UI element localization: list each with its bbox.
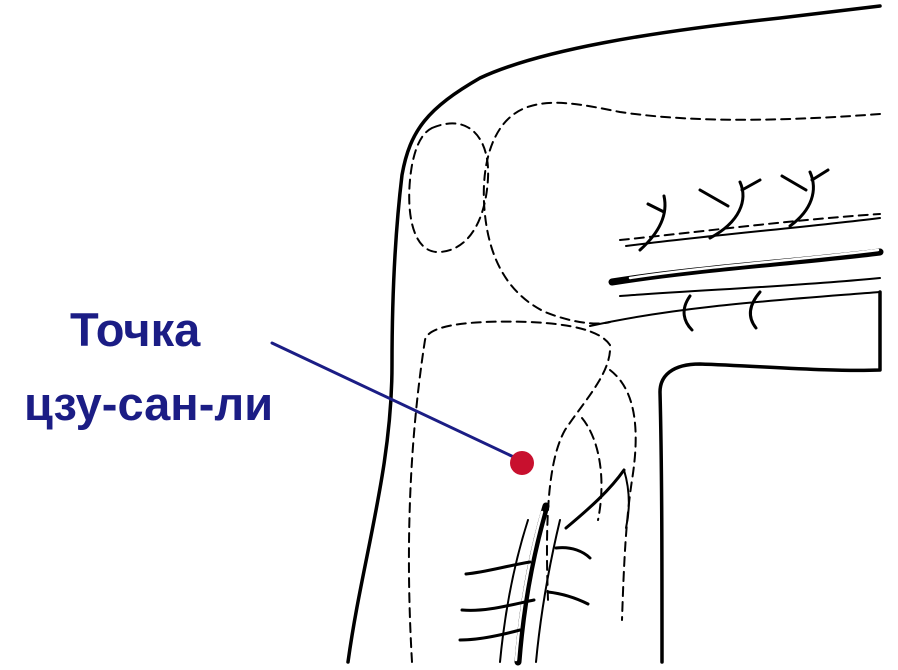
- femur-condyle-contour: [482, 101, 881, 325]
- tibia-head-contour: [407, 320, 612, 663]
- label-point-name-line2: цзу-сан-ли: [24, 377, 274, 430]
- leg-outline: [346, 4, 882, 664]
- acupuncture-point-dot[interactable]: [510, 451, 534, 475]
- label-point-name-line1: Точка: [70, 303, 201, 356]
- fibula-contour: [609, 369, 637, 621]
- lower-vessel-bundle: [458, 468, 630, 666]
- patella-contour: [408, 122, 490, 254]
- upper-vessel-bundle: [589, 168, 884, 332]
- bone-contours: [407, 101, 881, 663]
- pointer-line: [270, 341, 520, 461]
